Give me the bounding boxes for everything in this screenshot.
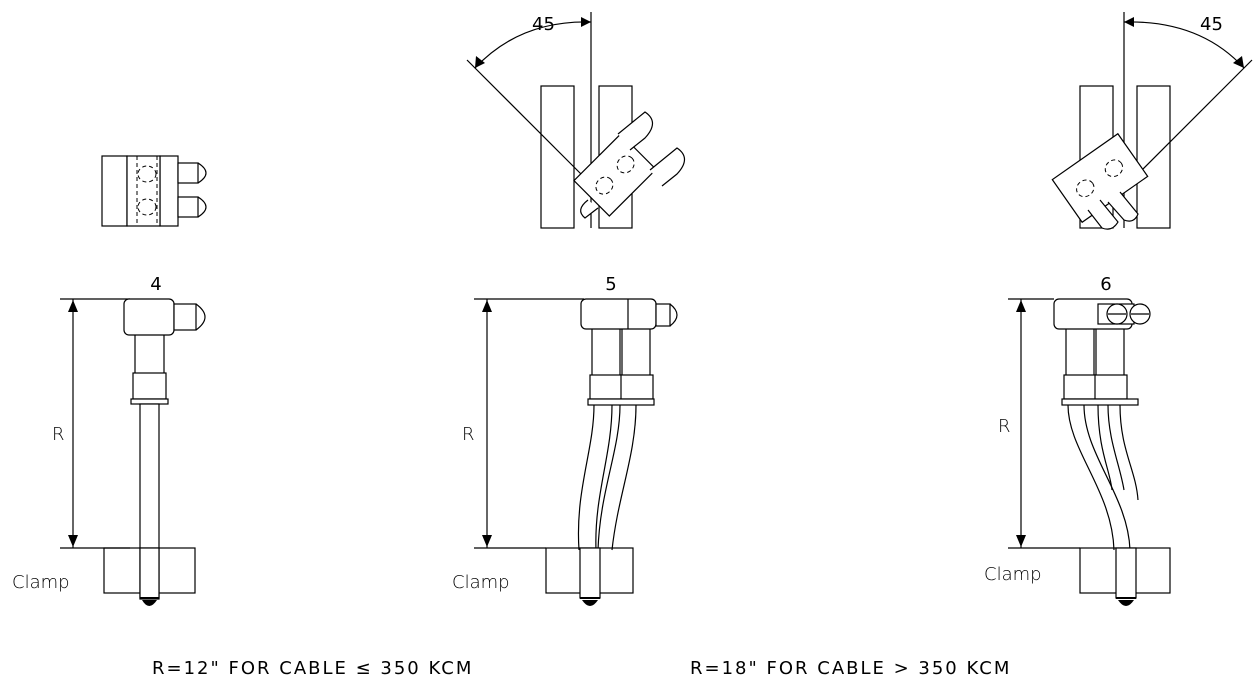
view-4-top-view bbox=[101, 155, 207, 227]
view-6-dimension-label: R bbox=[998, 416, 1011, 437]
note-left: R=12" FOR CABLE ≤ 350 KCM bbox=[152, 658, 473, 679]
view-4-side-view: 4 R Clamp bbox=[12, 274, 206, 606]
angle-label-6: 45 bbox=[1200, 14, 1223, 35]
note-right: R=18" FOR CABLE > 350 KCM bbox=[690, 658, 1011, 679]
view-4-clamp-label: Clamp bbox=[12, 572, 70, 593]
angle-label-5: 45 bbox=[532, 14, 555, 35]
view-5-clamp-label: Clamp bbox=[452, 572, 510, 593]
view-5-side-view: 5 R Clamp bbox=[452, 274, 678, 606]
view-6-side-view: 6 R Clamp bbox=[984, 274, 1171, 606]
view-4-dimension-label: R bbox=[52, 424, 65, 445]
angle-arc-5 bbox=[474, 21, 592, 69]
view-6-clamp-label: Clamp bbox=[984, 564, 1042, 585]
view-5-top-view: 45 bbox=[466, 12, 686, 229]
view-6-top-view: 45 bbox=[1051, 12, 1253, 230]
view-6-number: 6 bbox=[1100, 274, 1111, 295]
view-5-dimension-label: R bbox=[462, 424, 475, 445]
view-5-number: 5 bbox=[605, 274, 616, 295]
angle-arc-6 bbox=[1123, 21, 1245, 69]
view-4-number: 4 bbox=[150, 274, 161, 295]
